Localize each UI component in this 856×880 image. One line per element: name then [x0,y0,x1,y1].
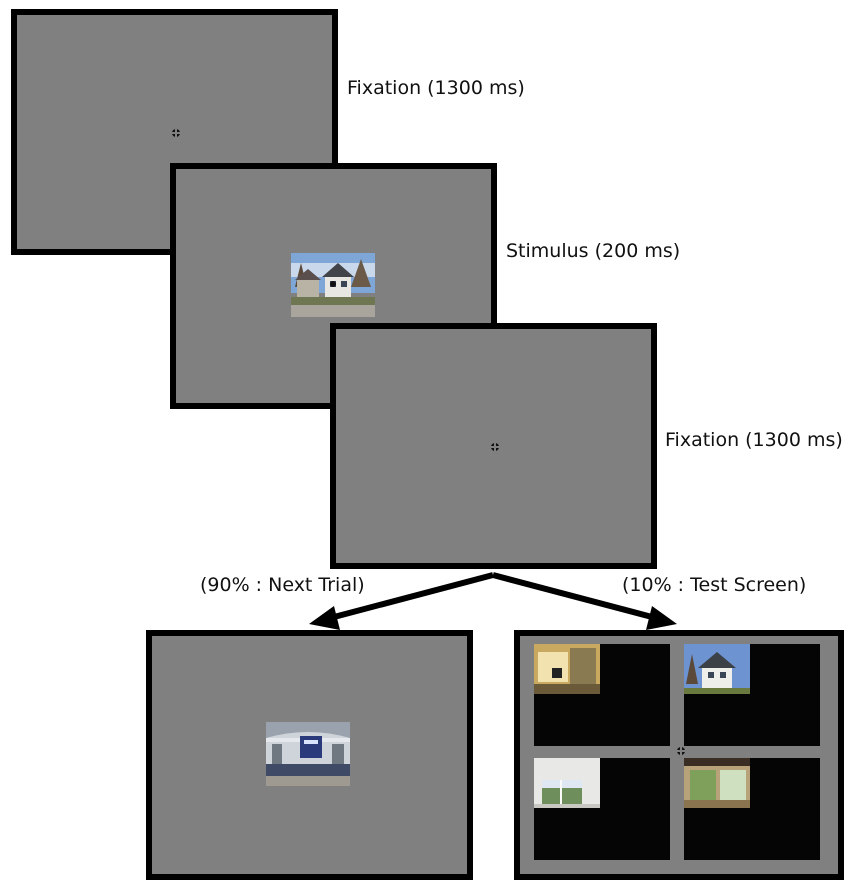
next-trial-branch-label: (90% : Next Trial) [200,574,365,596]
next-trial-screen [146,630,473,880]
fixation-2-label: Fixation (1300 ms) [665,429,843,451]
airport-photo [266,722,350,786]
fixation-1-label: Fixation (1300 ms) [347,77,525,99]
glass-room-photo [684,758,750,808]
house-photo [684,644,750,694]
fixation-screen-2 [330,323,657,569]
test-option-4[interactable] [684,758,820,860]
test-option-3[interactable] [534,758,670,860]
stimulus-label: Stimulus (200 ms) [506,240,681,262]
window-room-photo [534,758,600,808]
house-photo [291,253,375,317]
stimulus-screen [170,163,497,409]
test-option-2[interactable] [684,644,820,746]
test-screen [514,630,844,880]
fixation-cross-icon [491,443,499,451]
test-option-1[interactable] [534,644,670,746]
fixation-cross-icon [677,747,685,755]
interior-photo [534,644,600,694]
fixation-cross-icon [172,129,180,137]
test-screen-branch-label: (10% : Test Screen) [622,574,807,596]
